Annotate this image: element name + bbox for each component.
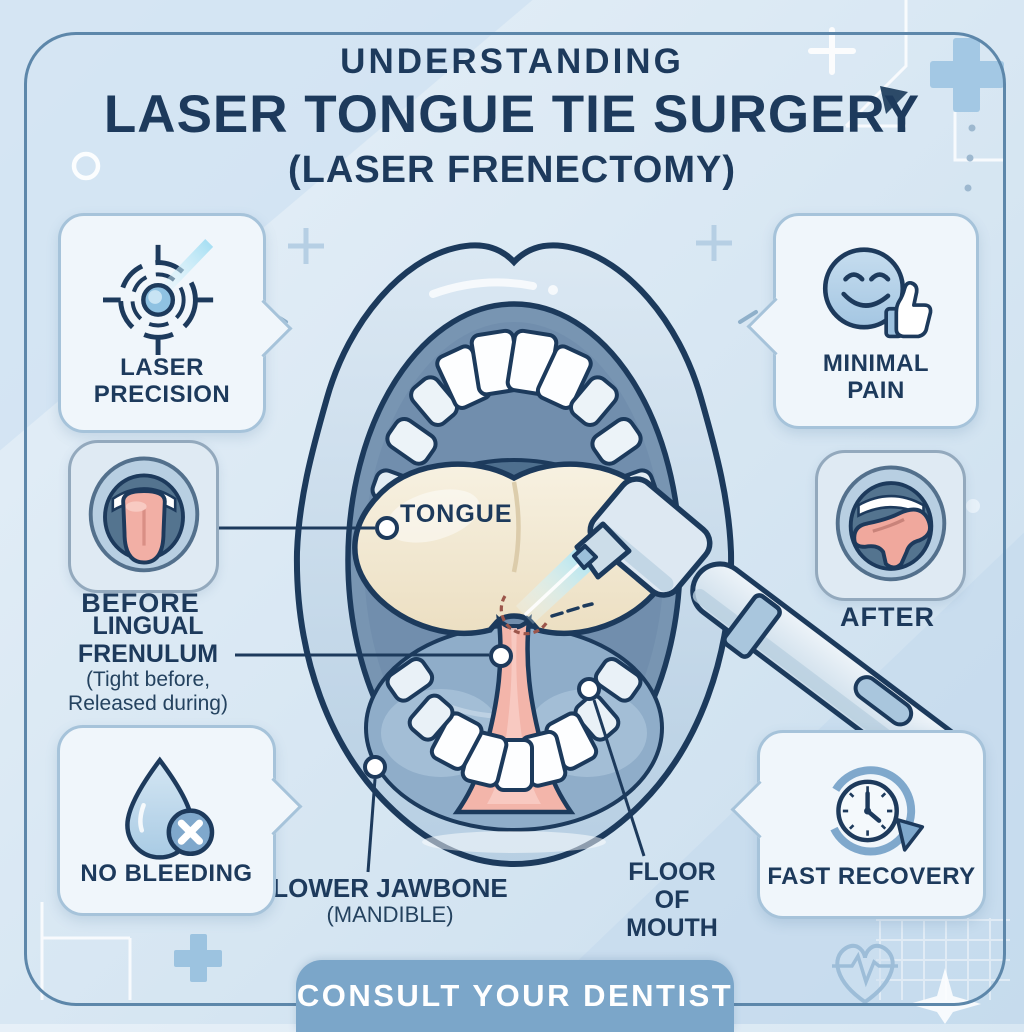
mouth-tongue-down-icon [88, 456, 199, 572]
consult-banner: CONSULT YOUR DENTIST [296, 960, 734, 1032]
lingual-frenulum-sublabel: (Tight before, Released during) [68, 668, 228, 716]
after-label: AFTER [840, 602, 935, 632]
laser-target-icon [103, 239, 214, 356]
after-thumbnail [815, 450, 966, 601]
callout-laser-precision: LASER PRECISION [58, 213, 293, 433]
page-title: LASER TONGUE TIE SURGERY [103, 85, 921, 144]
callout-label: FAST RECOVERY [767, 863, 976, 891]
before-thumbnail [68, 440, 219, 593]
lower-jawbone-sublabel: (MANDIBLE) [326, 902, 454, 927]
before-label: BEFORE [81, 588, 200, 618]
title-subtitle: (LASER FRENECTOMY) [288, 149, 736, 191]
title-kicker: UNDERSTANDING [340, 42, 684, 81]
title-block: UNDERSTANDING LASER TONGUE TIE SURGERY (… [0, 42, 1024, 192]
tongue-label: TONGUE [400, 500, 513, 528]
lingual-frenulum-label: LINGUAL FRENULUM [77, 612, 219, 668]
callout-fast-recovery: FAST RECOVERY [730, 730, 986, 919]
clock-recovery-arrow-icon [829, 766, 924, 856]
callout-label: NO BLEEDING [80, 860, 253, 888]
lower-teeth [385, 657, 643, 792]
floor-of-mouth-label: FLOOR OF MOUTH [626, 858, 718, 942]
lower-jawbone-label: LOWER JAWBONE [272, 873, 508, 903]
open-mouth-illustration [293, 242, 735, 868]
callout-label: LASER PRECISION [93, 354, 231, 408]
callout-minimal-pain: MINIMAL PAIN [746, 213, 979, 429]
droplet-crossed-icon [124, 756, 214, 860]
callout-label: MINIMAL PAIN [822, 350, 930, 404]
consult-banner-text: CONSULT YOUR DENTIST [296, 978, 734, 1013]
mouth-tongue-lifted-icon [835, 465, 946, 581]
callout-no-bleeding: NO BLEEDING [57, 725, 303, 916]
smiley-thumbs-up-icon [822, 247, 933, 339]
